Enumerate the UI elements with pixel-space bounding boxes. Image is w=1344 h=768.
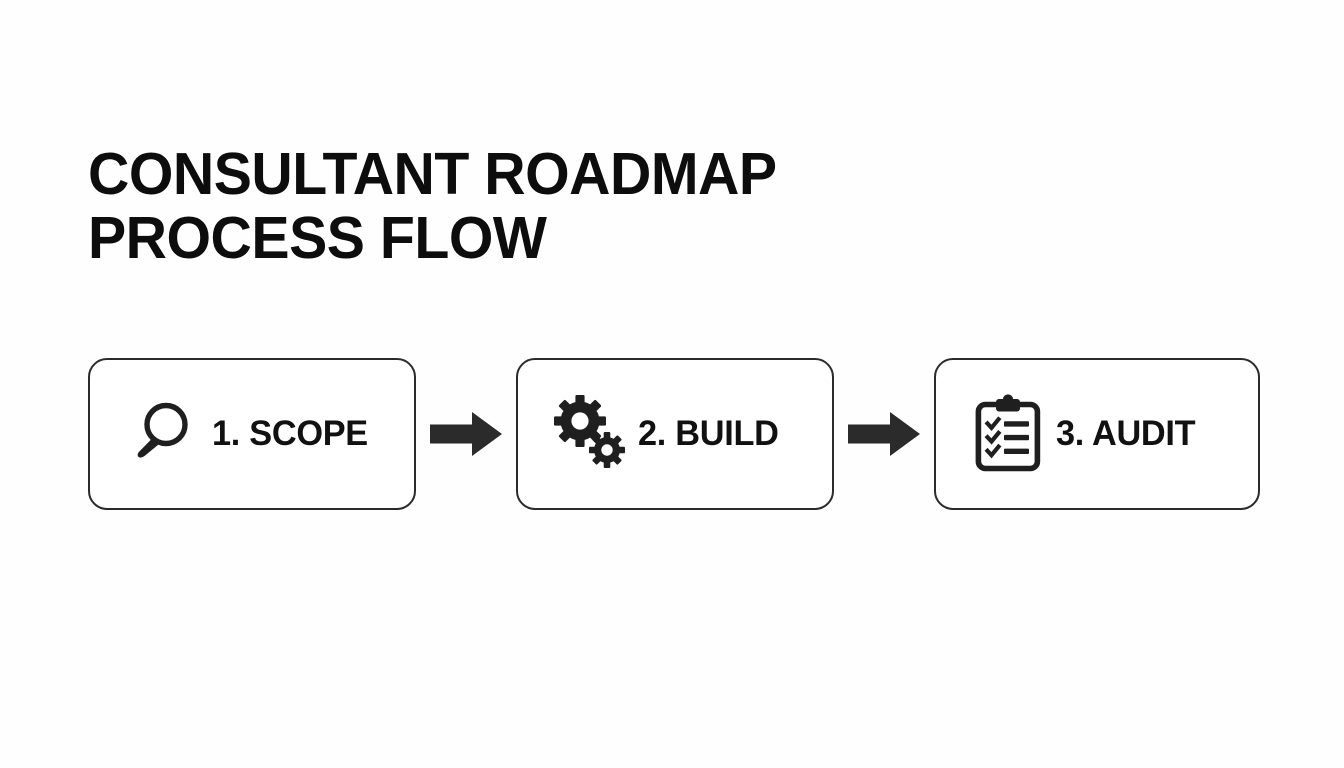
page-title-line-1: Consultant Roadmap (88, 141, 777, 207)
clipboard-checklist-icon (972, 394, 1044, 474)
magnifying-glass-icon (122, 396, 198, 472)
page-title: Consultant Roadmap Process Flow (88, 142, 988, 270)
process-flow-row: 1. Scope (88, 357, 1260, 511)
step-label-audit: 3. Audit (1055, 414, 1196, 453)
page-title-line-2: Process Flow (88, 205, 547, 271)
step-label-scope: 1. Scope (212, 414, 368, 453)
step-card-audit[interactable]: 3. Audit (933, 358, 1260, 510)
step-card-scope[interactable]: 1. Scope (88, 358, 417, 510)
gears-icon (552, 395, 630, 473)
arrow-right-icon (416, 408, 516, 460)
arrow-right-icon (834, 408, 934, 460)
step-card-build[interactable]: 2. Build (516, 358, 834, 510)
step-label-build: 2. Build (638, 414, 779, 453)
